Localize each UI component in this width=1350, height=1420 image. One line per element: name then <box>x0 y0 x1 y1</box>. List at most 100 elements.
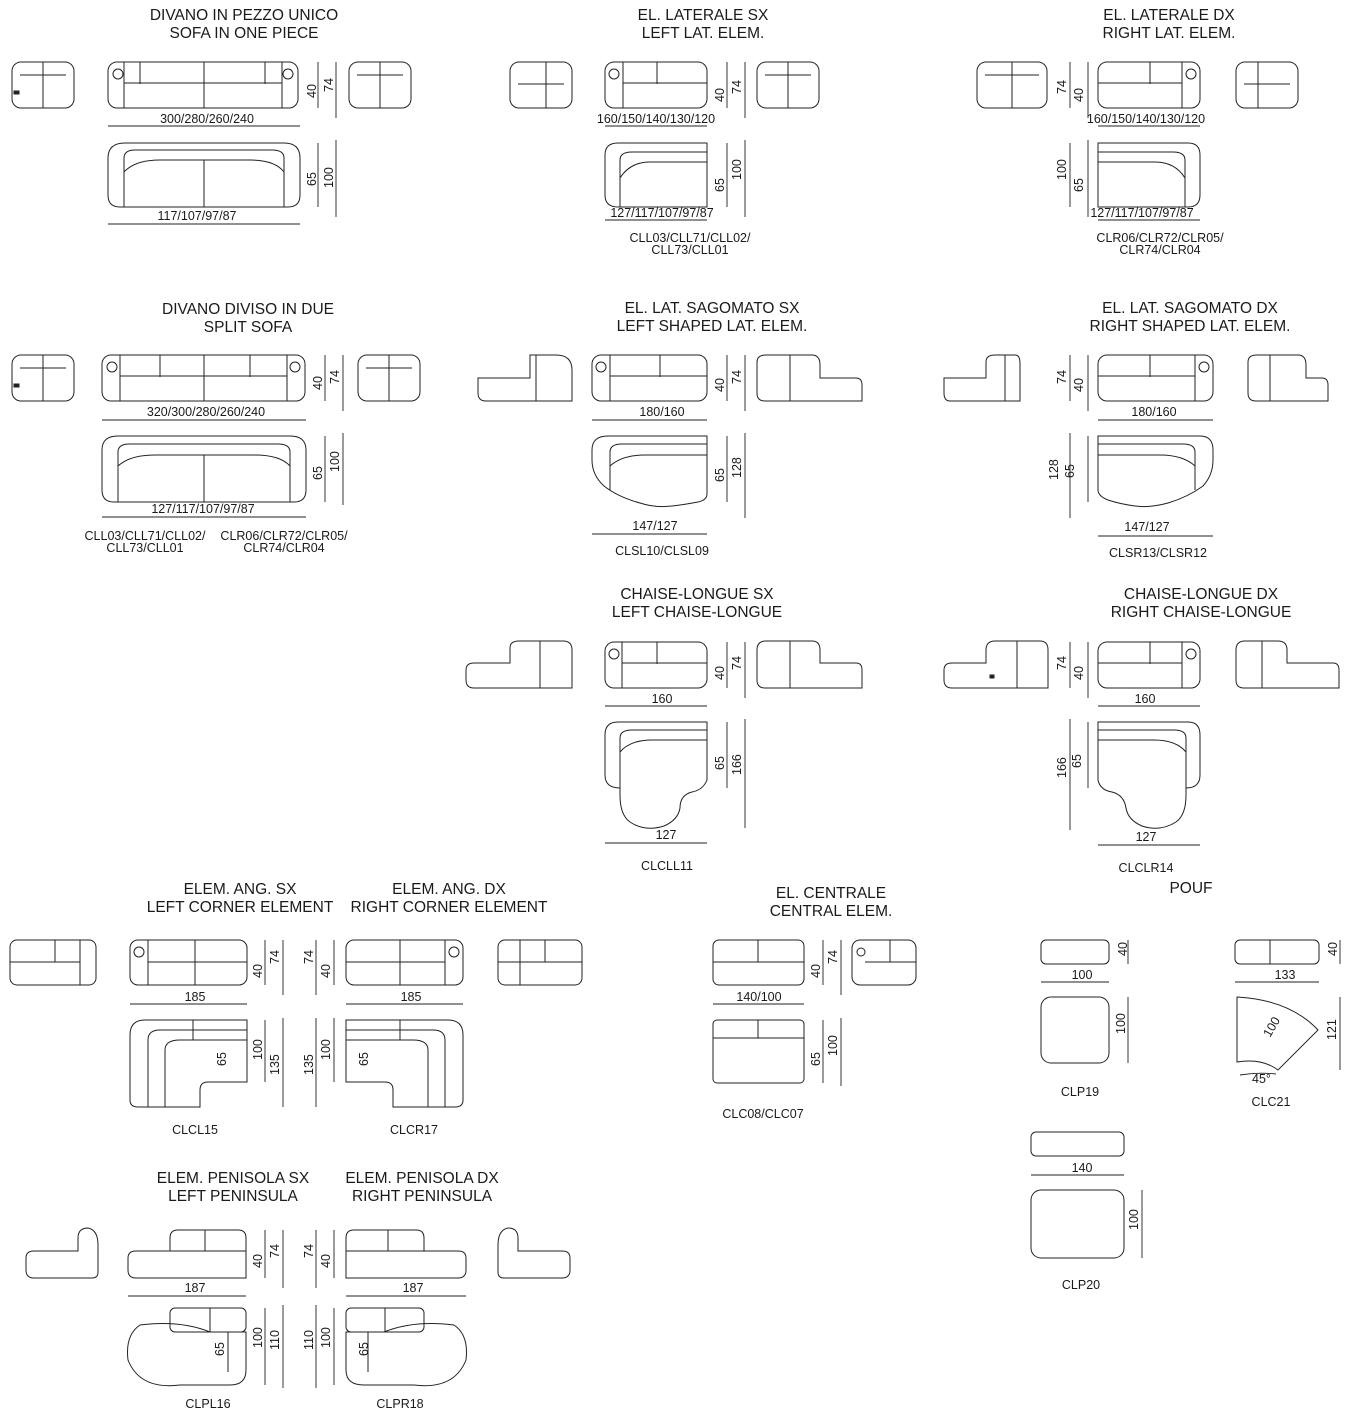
pouf-curved-front <box>1234 939 1320 965</box>
dim-v-65: 65 <box>311 466 325 480</box>
dim-left-lat-depth: 127/117/107/97/87 <box>610 206 713 220</box>
left-chaise-side-right <box>756 640 863 689</box>
dim-v-100: 100 <box>328 451 342 472</box>
dim-v-128: 128 <box>1047 459 1061 480</box>
dim-right-lat-depth: 127/117/107/97/87 <box>1090 206 1193 220</box>
dim-right-chaise-depth: 127 <box>1136 830 1157 844</box>
dim-v-74: 74 <box>328 370 342 384</box>
left-pen-plan <box>127 1307 247 1387</box>
dim-v-74: 74 <box>730 370 744 384</box>
left-chaise-side-left <box>465 640 573 689</box>
dim-v-100: 100 <box>251 1327 265 1348</box>
dim-right-shaped-depth: 147/127 <box>1124 520 1169 534</box>
dim-one-piece-width: 300/280/260/240 <box>160 112 254 126</box>
right-chaise-side-right <box>1235 640 1340 689</box>
dim-v-pouf-40b: 40 <box>1326 942 1340 956</box>
split-side-left <box>11 354 75 402</box>
right-corner-plan <box>345 1019 464 1108</box>
pouf-140-front <box>1030 1131 1125 1157</box>
dim-left-chaise-depth: 127 <box>656 828 677 842</box>
dim-v-pouf-121: 121 <box>1325 1019 1339 1040</box>
dim-v-pouf-140-depth: 100 <box>1127 1209 1141 1230</box>
dim-pouf-curved-width: 133 <box>1275 968 1296 982</box>
pouf-140-plan <box>1030 1189 1125 1259</box>
left-corner-plan <box>129 1019 248 1108</box>
left-lat-plan <box>604 142 708 208</box>
dim-pouf-radius: 100 <box>1260 1014 1283 1039</box>
dim-v-65: 65 <box>357 1342 371 1356</box>
dim-right-corner-width: 185 <box>401 990 422 1004</box>
dim-v-65: 65 <box>713 756 727 770</box>
dim-v-40: 40 <box>809 964 823 978</box>
left-shaped-plan <box>591 435 708 508</box>
pouf-100-front <box>1040 939 1110 965</box>
dim-right-lat-width: 160/150/140/130/120 <box>1087 112 1205 126</box>
dim-v-110: 110 <box>302 1330 316 1350</box>
dim-v-65: 65 <box>213 1342 227 1356</box>
right-pen-plan <box>345 1307 467 1387</box>
left-corner-side-left <box>9 939 97 986</box>
one-piece-side-right <box>348 61 412 109</box>
left-lat-side-right <box>756 61 820 109</box>
dim-v-pouf-40: 40 <box>1116 942 1130 956</box>
dim-v-100: 100 <box>322 167 336 188</box>
one-piece-plan <box>107 142 301 208</box>
right-corner-side-right <box>497 939 583 986</box>
right-shaped-plan <box>1097 435 1214 508</box>
code-right-chaise: CLCLR14 <box>1118 861 1174 875</box>
dim-v-74: 74 <box>730 656 744 670</box>
one-piece-side-left <box>11 61 75 109</box>
dim-v-166: 166 <box>730 754 744 775</box>
dim-v-65: 65 <box>1070 754 1084 768</box>
dim-v-74: 74 <box>302 950 316 964</box>
dim-v-110: 110 <box>268 1330 282 1350</box>
central-plan <box>712 1019 805 1084</box>
dim-v-100: 100 <box>319 1327 333 1348</box>
left-lat-front <box>604 61 708 109</box>
dim-v-40: 40 <box>713 88 727 102</box>
dim-v-100: 100 <box>730 159 744 180</box>
dim-v-74: 74 <box>1055 656 1069 670</box>
central-front <box>712 939 805 986</box>
dim-v-100: 100 <box>251 1039 265 1060</box>
dim-left-lat-width: 160/150/140/130/120 <box>597 112 715 126</box>
code-left-pen: CLPL16 <box>185 1397 231 1411</box>
left-chaise-plan <box>604 721 708 829</box>
left-lat-side-left <box>509 61 573 109</box>
split-side-right <box>357 354 421 402</box>
dim-v-74: 74 <box>268 950 282 964</box>
split-plan <box>101 435 307 503</box>
right-chaise-side-left <box>943 640 1049 689</box>
right-chaise-front <box>1097 641 1201 689</box>
code-left-chaise: CLCLL11 <box>641 859 693 873</box>
left-corner-front <box>129 939 248 986</box>
dim-left-shaped-depth: 147/127 <box>632 519 677 533</box>
pouf-curved-plan <box>1236 996 1319 1071</box>
code-split-right: CLR06/CLR72/CLR05/CLR74/CLR04 <box>220 529 348 555</box>
split-front <box>101 354 306 402</box>
dim-v-40: 40 <box>251 964 265 978</box>
dim-v-40: 40 <box>319 964 333 978</box>
dim-v-166: 166 <box>1055 757 1069 778</box>
dim-v-74: 74 <box>1055 370 1069 384</box>
code-pouf-curved: CLC21 <box>1251 1095 1291 1109</box>
code-central: CLC08/CLC07 <box>722 1107 804 1121</box>
dim-v-74: 74 <box>1055 80 1069 94</box>
dim-v-135: 135 <box>302 1054 316 1075</box>
right-pen-front <box>345 1229 467 1279</box>
left-shaped-side-left <box>477 354 573 402</box>
dim-v-40: 40 <box>713 378 727 392</box>
dim-v-pouf-100: 100 <box>1114 1013 1128 1034</box>
dim-right-shaped-width: 180/160 <box>1131 405 1176 419</box>
right-shaped-side-right <box>1247 354 1329 402</box>
dim-right-pen-width: 187 <box>403 1281 424 1295</box>
code-right-lat: CLR06/CLR72/CLR05/CLR74/CLR04 <box>1096 231 1224 257</box>
code-pouf-100: CLP19 <box>1060 1085 1100 1099</box>
dim-v-74: 74 <box>268 1244 282 1258</box>
